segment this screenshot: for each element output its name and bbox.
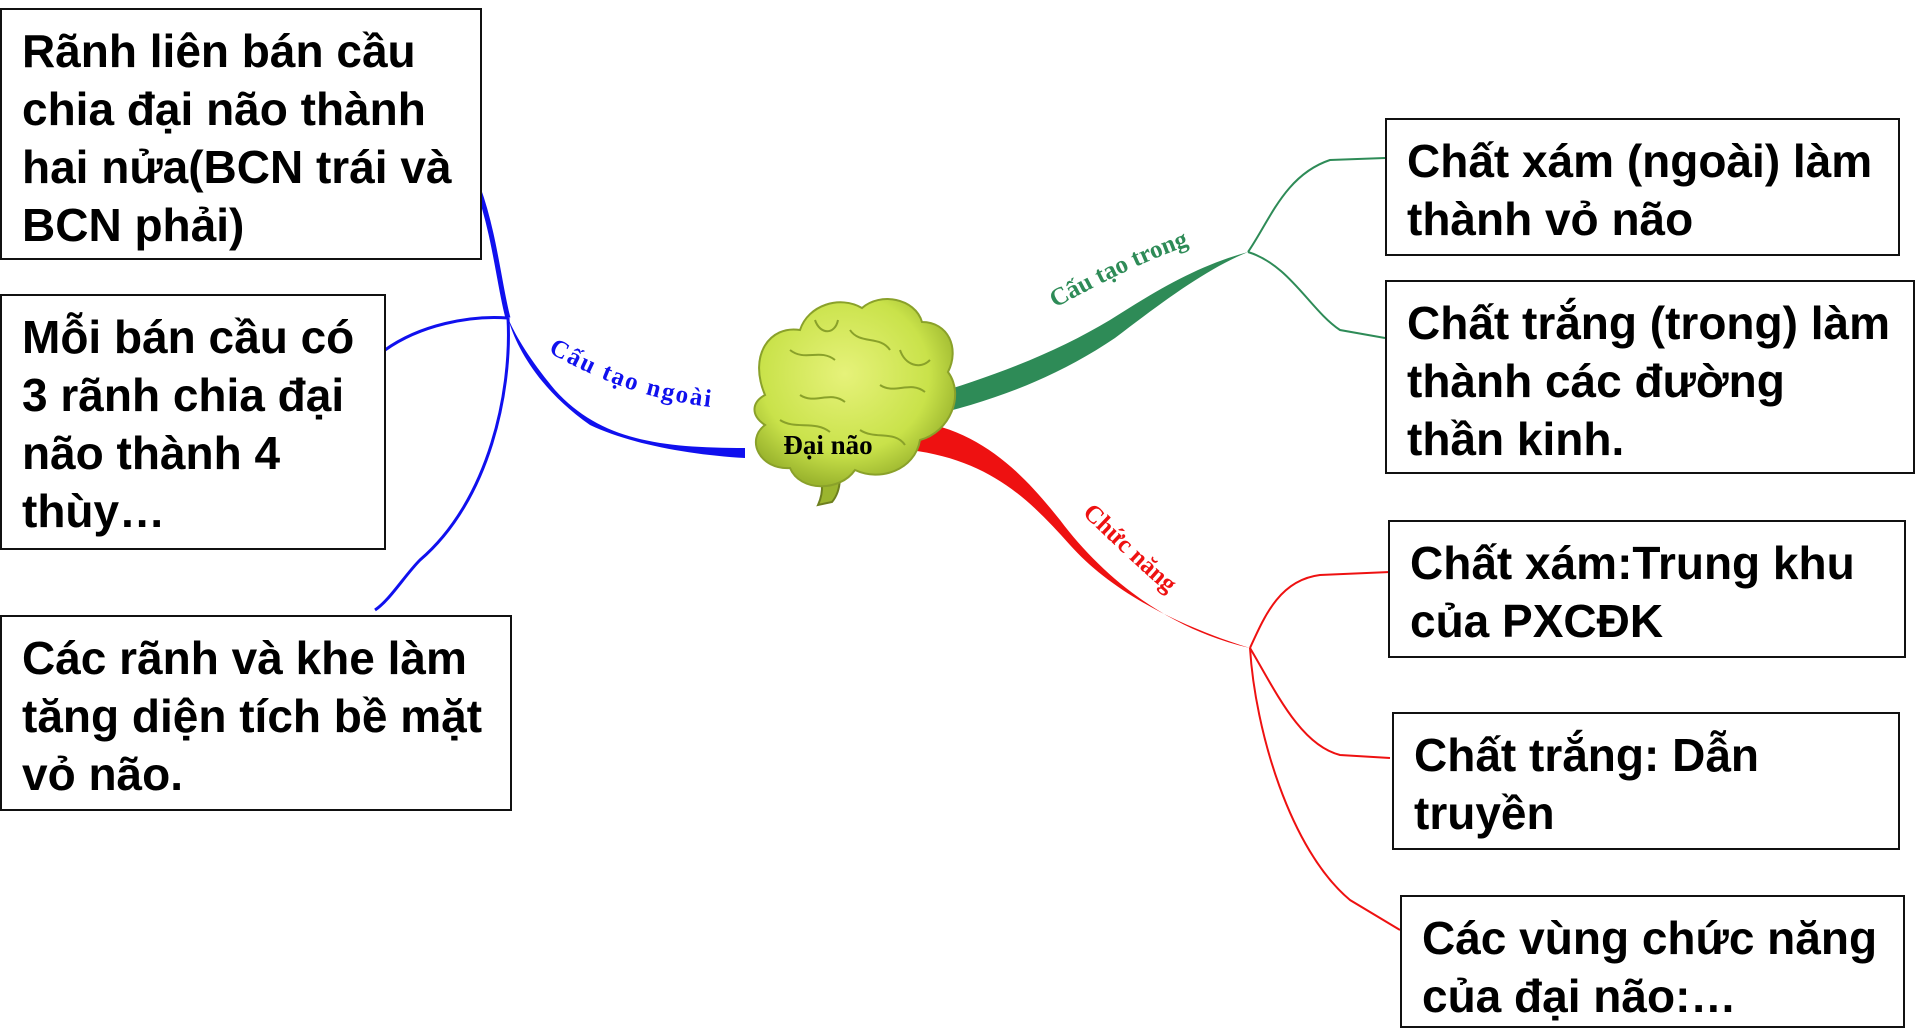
branch-inner (920, 157, 1386, 418)
branch-function (910, 420, 1401, 931)
node-function-1[interactable]: Chất xám:Trung khu của PXCĐK (1388, 520, 1906, 658)
branch-function-connector-3 (1249, 647, 1401, 931)
branch-function-label-text: Chức năng (1078, 499, 1182, 599)
node-function-3[interactable]: Các vùng chức năng của đại não:… (1400, 895, 1905, 1028)
node-outer-3[interactable]: Các rãnh và khe làm tăng diện tích bề mặ… (0, 615, 512, 811)
node-inner-2[interactable]: Chất trắng (trong) làm thành các đường t… (1385, 280, 1915, 474)
branch-outer-connector-3 (374, 317, 510, 612)
center-label: Đại não (783, 430, 872, 460)
branch-outer-label: Cấu tạo ngoài (545, 333, 713, 413)
node-inner-1[interactable]: Chất xám (ngoài) làm thành vỏ não (1385, 118, 1900, 256)
branch-inner-label: Cấu tạo trong (1045, 225, 1191, 313)
branch-function-label: Chức năng (1078, 499, 1182, 599)
branch-inner-trunk (920, 252, 1248, 418)
node-function-2[interactable]: Chất trắng: Dẫn truyền (1392, 712, 1900, 850)
branch-inner-connector-2 (1247, 251, 1386, 339)
brain-icon[interactable]: Đại não (753, 298, 957, 507)
node-outer-2[interactable]: Mỗi bán cầu có 3 rãnh chia đại não thành… (0, 294, 386, 550)
branch-inner-label-text: Cấu tạo trong (1045, 225, 1191, 313)
branch-function-connector-1 (1249, 571, 1391, 649)
node-outer-1[interactable]: Rãnh liên bán cầu chia đại não thành hai… (0, 8, 482, 260)
branch-inner-connector-1 (1247, 157, 1386, 253)
branch-function-connector-2 (1249, 647, 1391, 759)
branch-outer (374, 187, 745, 612)
branch-outer-label-text: Cấu tạo ngoài (545, 333, 715, 413)
branch-outer-connector-2 (384, 316, 509, 352)
branch-function-trunk (910, 420, 1250, 648)
branch-outer-connector-1 (475, 187, 511, 319)
